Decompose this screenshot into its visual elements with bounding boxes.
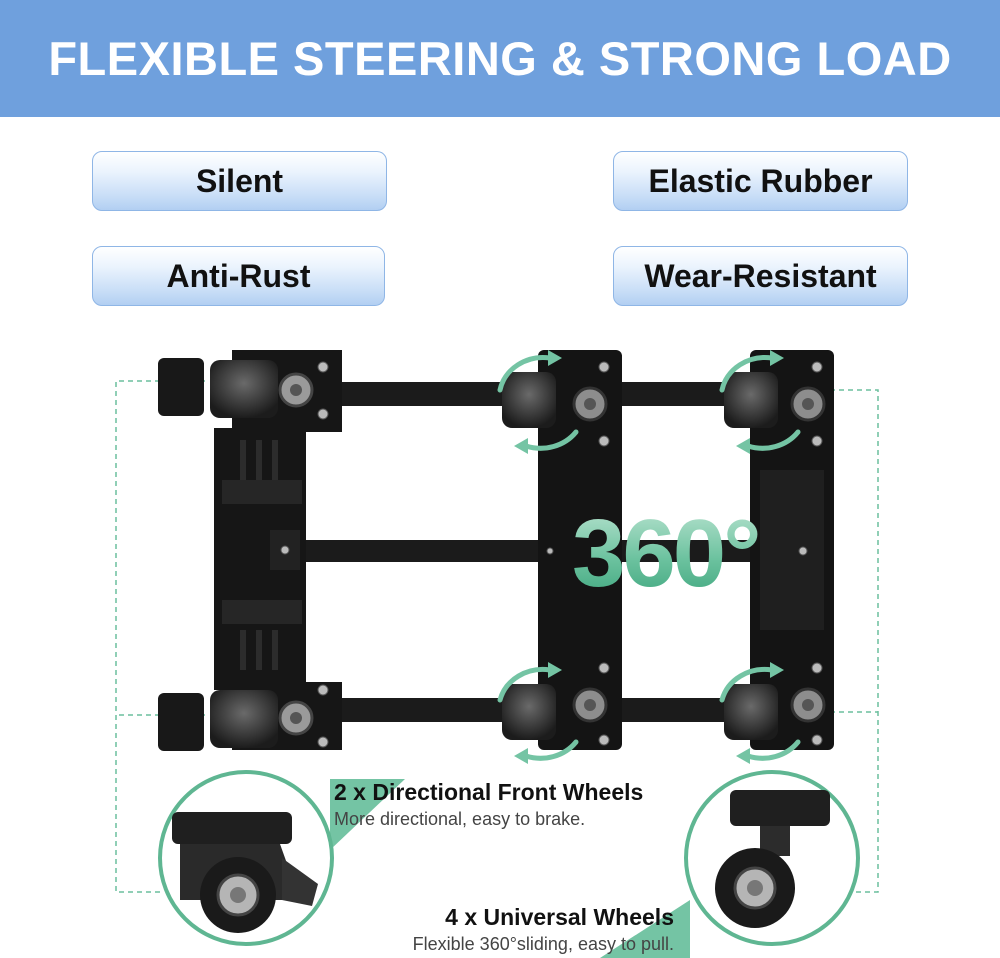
- universal-wheels-title: 4 x Universal Wheels: [445, 904, 674, 930]
- feature-badge-elastic-rubber: Elastic Rubber: [613, 151, 908, 211]
- feature-badge-anti-rust: Anti-Rust: [92, 246, 385, 306]
- dashed-connector-left: [115, 380, 205, 893]
- directional-wheel-top: [158, 358, 314, 418]
- universal-wheel-right-top: [724, 372, 826, 428]
- directional-wheel-bottom: [158, 690, 314, 751]
- detail-circle-universal-wheel: [684, 770, 860, 946]
- directional-wheels-title: 2 x Directional Front Wheels: [334, 779, 644, 805]
- universal-wheel-right-bottom: [724, 684, 826, 740]
- frame-middle-plate: [538, 350, 622, 750]
- accent-triangle-bottom: [600, 900, 690, 958]
- frame-left-ribs: [240, 440, 278, 670]
- directional-wheels-description: More directional, easy to brake.: [334, 809, 586, 829]
- rotation-label: 360°: [572, 500, 759, 607]
- screws: [280, 361, 823, 748]
- rotation-arrowheads: [514, 350, 784, 764]
- headline-banner: FLEXIBLE STEERING & STRONG LOAD: [0, 0, 1000, 117]
- detail-circle-directional-wheel: [158, 770, 334, 946]
- rotation-arrow-icons: [497, 355, 801, 761]
- feature-badge-silent: Silent: [92, 151, 387, 211]
- feature-universal-wheels: 4 x Universal Wheels Flexible 360°slidin…: [413, 904, 674, 955]
- universal-wheel-mid-bottom: [502, 684, 608, 740]
- universal-wheel-mid-top: [502, 372, 608, 428]
- feature-badge-wear-resistant: Wear-Resistant: [613, 246, 908, 306]
- universal-wheels-description: Flexible 360°sliding, easy to pull.: [412, 934, 674, 954]
- headline: FLEXIBLE STEERING & STRONG LOAD: [48, 32, 952, 85]
- feature-directional-front-wheels: 2 x Directional Front Wheels More direct…: [334, 779, 643, 830]
- accent-triangle-top: [330, 779, 405, 850]
